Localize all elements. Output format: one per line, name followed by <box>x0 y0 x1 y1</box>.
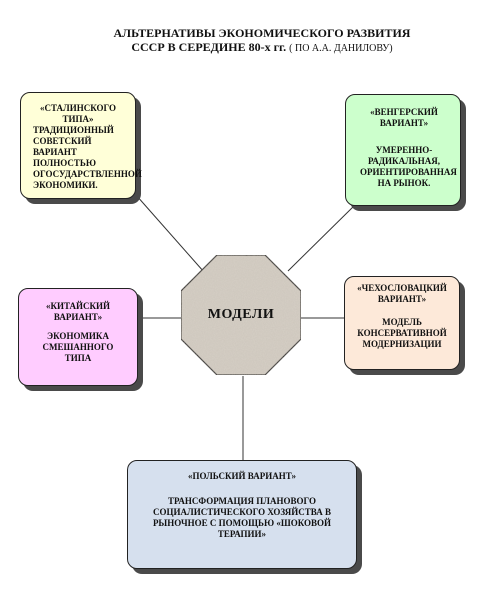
node-czech-desc: МОДЕЛЬ КОНСЕРВАТИВНОЙ МОДЕРНИЗАЦИИ <box>357 317 447 349</box>
diagram-title: АЛЬТЕРНАТИВЫ ЭКОНОМИЧЕСКОГО РАЗВИТИЯ ССС… <box>60 26 464 56</box>
node-hungary: «ВЕНГЕРСКИЙ ВАРИАНТ» УМЕРЕННО-РАДИКАЛЬНА… <box>345 94 461 206</box>
center-octagon: МОДЕЛИ <box>180 254 302 376</box>
title-source: ( ПО А.А. ДАНИЛОВУ) <box>289 43 393 54</box>
connector-stalin <box>135 194 205 273</box>
center-label: МОДЕЛИ <box>207 307 275 322</box>
node-poland-header: «ПОЛЬСКИЙ ВАРИАНТ» <box>188 471 296 481</box>
node-czech: «ЧЕХОСЛОВАЦКИЙ ВАРИАНТ» МОДЕЛЬ КОНСЕРВАТ… <box>344 276 460 370</box>
node-stalin-header: «СТАЛИНСКОГО ТИПА» <box>39 103 117 124</box>
node-stalin: «СТАЛИНСКОГО ТИПА» ТРАДИЦИОННЫЙ СОВЕТСКИ… <box>20 92 142 199</box>
node-poland-desc: ТРАНСФОРМАЦИЯ ПЛАНОВОГО СОЦИАЛИСТИЧЕСКОГ… <box>152 496 332 539</box>
node-hungary-desc: УМЕРЕННО-РАДИКАЛЬНАЯ, ОРИЕНТИРОВАННАЯ НА… <box>360 145 457 188</box>
connector-hungary <box>287 202 358 272</box>
octagon-shape <box>180 254 302 376</box>
title-line-1: АЛЬТЕРНАТИВЫ ЭКОНОМИЧЕСКОГО РАЗВИТИЯ <box>113 26 411 40</box>
node-czech-header: «ЧЕХОСЛОВАЦКИЙ ВАРИАНТ» <box>357 283 447 304</box>
node-stalin-desc: ТРАДИЦИОННЫЙ СОВЕТСКИЙ ВАРИАНТ ПОЛНОСТЬЮ… <box>33 125 142 190</box>
title-period: СССР В СЕРЕДИНЕ 80-х гг. <box>131 40 287 54</box>
node-china-desc: ЭКОНОМИКА СМЕШАННОГО ТИПА <box>42 331 114 363</box>
node-poland: «ПОЛЬСКИЙ ВАРИАНТ» ТРАНСФОРМАЦИЯ ПЛАНОВО… <box>127 460 357 569</box>
node-china-header: «КИТАЙСКИЙ ВАРИАНТ» <box>45 301 111 322</box>
title-line-2: СССР В СЕРЕДИНЕ 80-х гг. ( ПО А.А. ДАНИЛ… <box>60 40 464 56</box>
node-china: «КИТАЙСКИЙ ВАРИАНТ» ЭКОНОМИКА СМЕШАННОГО… <box>18 288 138 386</box>
node-hungary-header: «ВЕНГЕРСКИЙ ВАРИАНТ» <box>370 107 438 128</box>
